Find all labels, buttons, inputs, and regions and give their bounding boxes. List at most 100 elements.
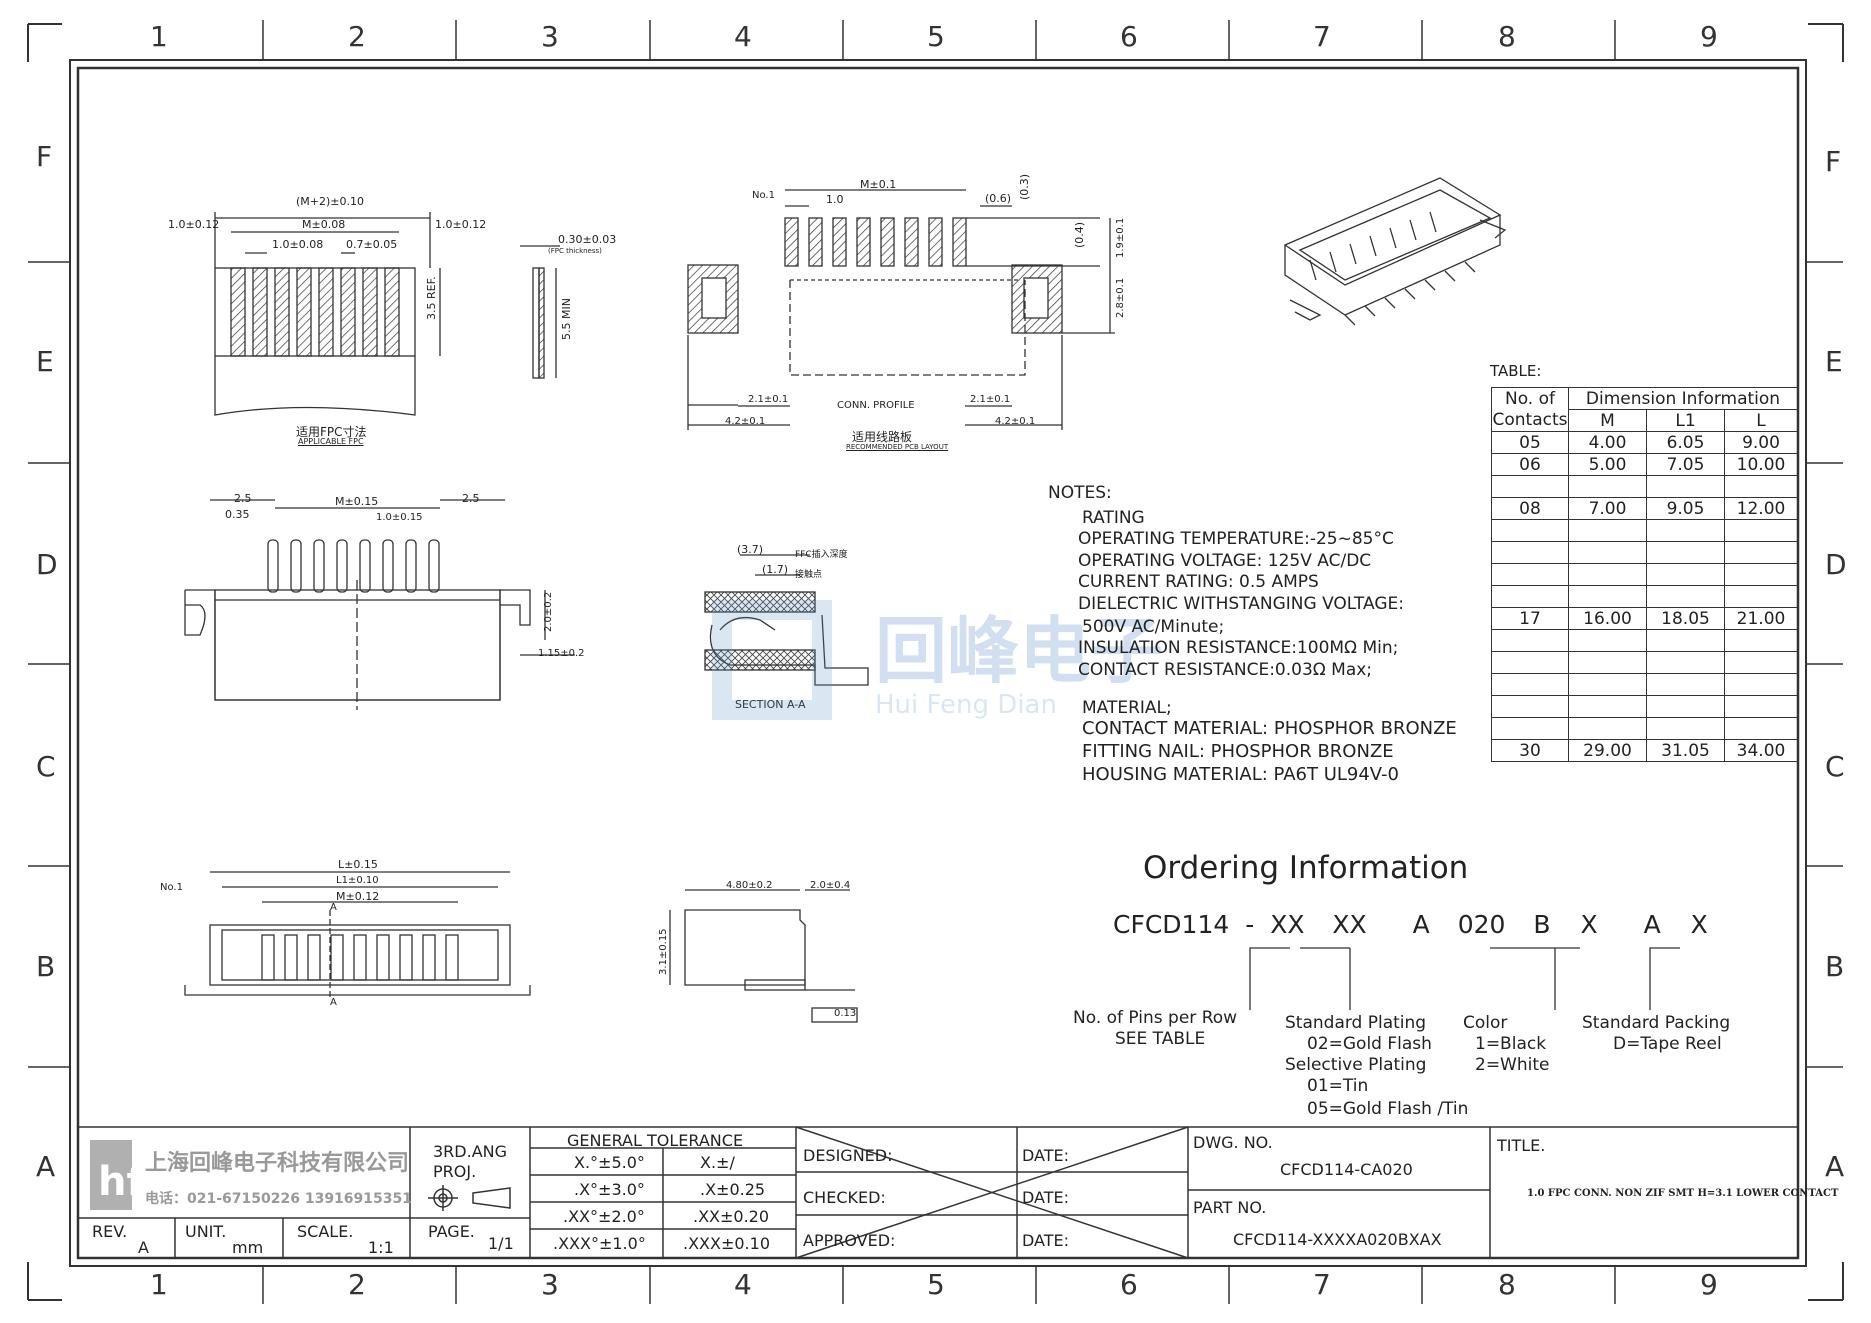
dim-label: L1±0.10 [336,875,379,886]
col-label: 1 [150,1268,168,1301]
material-line: FITTING NAIL: PHOSPHOR BRONZE [1082,741,1394,762]
material-line: HOUSING MATERIAL: PA6T UL94V-0 [1082,764,1400,785]
ordering-title: Ordering Information [1143,850,1469,886]
note-line: INSULATION RESISTANCE:100MΩ Min; [1078,638,1399,658]
note-line: 500V AC/Minute; [1082,617,1225,637]
part-number: CFCD114-XXXXA020BXAX [1233,1230,1442,1249]
header-contacts: Contacts [1491,409,1569,432]
dim-label: 0.7±0.05 [346,238,398,251]
dim-label: (3.7) [737,543,764,556]
table-row [1491,519,1798,542]
table-cell [1491,541,1569,564]
dim-note: (FPC thickness) [548,247,602,255]
col-label: 2 [348,1268,366,1301]
table-cell [1646,563,1725,586]
table-cell: 5.00 [1568,453,1647,476]
approved-label: APPROVED: [803,1231,896,1250]
table-cell [1568,541,1647,564]
order-plating: 01=Tin [1307,1076,1369,1096]
tolerance-title: GENERAL TOLERANCE [567,1131,744,1150]
table-row [1491,629,1798,652]
unit-label: UNIT. [185,1222,227,1241]
dim-label: 2.8±0.1 [1115,277,1126,318]
dim-label: 3.1±0.15 [658,928,669,975]
order-plating: 05=Gold Flash /Tin [1307,1099,1469,1119]
col-label: 8 [1498,20,1516,53]
table-cell [1491,673,1569,696]
dim-label: M±0.08 [302,218,346,231]
header-m: M [1568,409,1647,432]
table-cell [1568,717,1647,740]
table-cell: 7.05 [1646,453,1725,476]
table-cell [1568,563,1647,586]
dwg-label: DWG. NO. [1193,1133,1273,1152]
table-cell: 6.05 [1646,431,1725,454]
iso-view [1283,177,1507,326]
row-label: A [36,1150,56,1183]
row-label: A [1825,1150,1845,1183]
table-row [1491,651,1798,674]
table-cell [1724,629,1798,652]
dim-label: 2.5 [234,492,252,505]
dim-label: 1.15±0.2 [538,648,585,659]
tolerance-linear: .XXX±0.10 [683,1234,770,1253]
dim-label: (0.4) [1073,221,1086,248]
material-line: CONTACT MATERIAL: PHOSPHOR BRONZE [1082,718,1457,739]
watermark-en: Hui Feng Dian [875,690,1057,720]
table-row [1491,563,1798,586]
title-block-lines [77,1126,1799,1259]
row-label: D [1825,548,1847,581]
row-label: B [1825,950,1845,983]
scale-label: SCALE. [297,1222,354,1241]
order-code-part: A [1412,910,1430,939]
table-cell: 9.05 [1646,497,1725,520]
table-cell [1646,651,1725,674]
table-cell: 21.00 [1724,607,1798,630]
header-no: No. of [1491,387,1569,410]
front-view [184,499,575,710]
row-label: E [1825,345,1843,378]
pin-one-label: No.1 [160,882,183,893]
order-packing: Standard Packing [1582,1013,1731,1033]
order-plating: 02=Gold Flash [1307,1034,1432,1054]
table-cell: 4.00 [1568,431,1647,454]
col-label: 2 [348,20,366,53]
table-cell [1724,585,1798,608]
dim-label: (M+2)±0.10 [296,195,364,208]
note-line: CONTACT RESISTANCE:0.03Ω Max; [1078,660,1373,680]
table-cell: 18.05 [1646,607,1725,630]
section-view [704,554,869,686]
dim-label: 1.9±0.1 [1115,217,1126,258]
table-cell: 31.05 [1646,739,1725,762]
row-label: F [1825,145,1842,178]
table-row [1491,475,1798,498]
table-cell [1724,541,1798,564]
table-cell [1491,695,1569,718]
rev-value: A [138,1238,149,1257]
table-cell [1491,519,1569,542]
designed-label: DESIGNED: [803,1146,893,1165]
bottom-view [184,871,531,1000]
row-label: C [36,750,56,783]
tolerance-linear: .X±0.25 [700,1180,766,1199]
order-code-part: A [1643,910,1661,939]
table-cell: 7.00 [1568,497,1647,520]
table-cell [1724,695,1798,718]
dim-label: 0.30±0.03 [558,233,617,246]
company-phone: 电话：021-67150226 13916915351 [145,1191,412,1207]
title-label: TITLE. [1497,1136,1546,1155]
table-cell: 05 [1491,431,1569,454]
table-cell: 16.00 [1568,607,1647,630]
drawing-title: 1.0 FPC CONN. NON ZIF SMT H=3.1 LOWER CO… [1527,1188,1839,1199]
order-color: Color [1463,1013,1508,1033]
notes-title: NOTES: [1048,483,1112,503]
note-line: OPERATING TEMPERATURE:-25~85°C [1078,529,1394,549]
order-code-part: X [1690,910,1708,939]
col-label: 5 [927,1268,945,1301]
table-cell [1646,519,1725,542]
